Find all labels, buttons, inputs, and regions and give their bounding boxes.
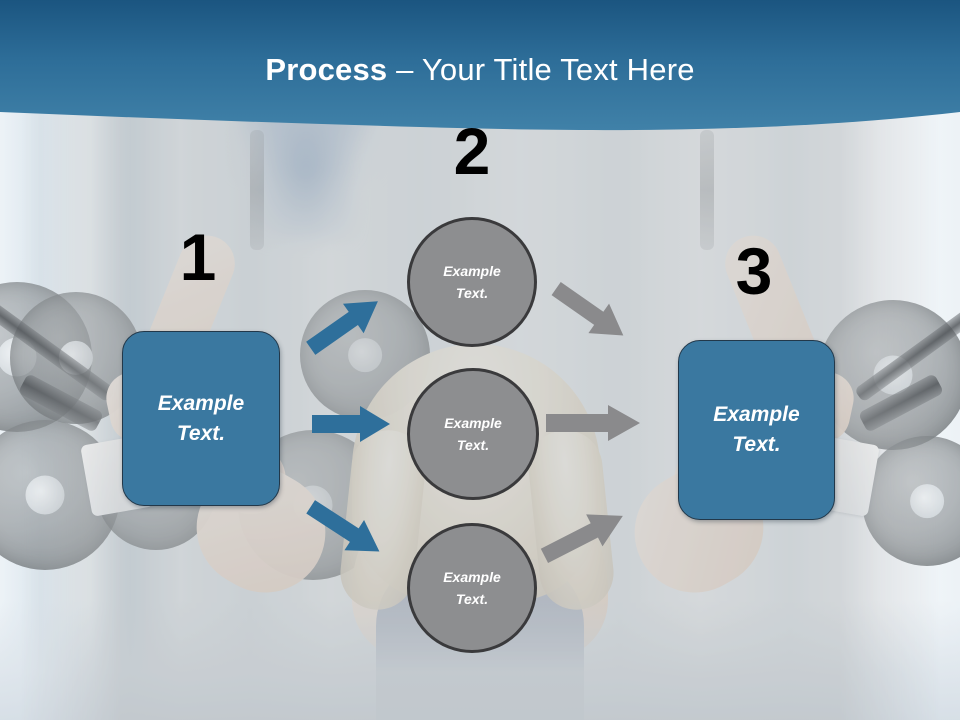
circle-2-label-line1: Example [444, 415, 502, 431]
header-banner: Process – Your Title Text Here [0, 0, 960, 135]
step-2-circle-bottom[interactable]: Example Text. [407, 523, 537, 653]
weight-plate [862, 436, 960, 566]
step-1-box-label: Example Text. [158, 389, 244, 449]
step-3-label-line1: Example [713, 403, 800, 426]
blue-arrow-up-right [300, 280, 410, 360]
blue-arrow-down-right [300, 495, 410, 575]
gray-arrow-up-right [540, 492, 650, 572]
step-1-label-line2: Text. [176, 421, 226, 445]
step-2-circle-top[interactable]: Example Text. [407, 217, 537, 347]
circle-3-label-line1: Example [443, 569, 501, 585]
step-1-box[interactable]: Example Text. [122, 331, 280, 506]
page-title-bold: Process [265, 52, 388, 87]
page-title: Process – Your Title Text Here [0, 52, 960, 88]
header-banner-shape [0, 0, 960, 131]
step-2-circle-top-label: Example Text. [443, 260, 501, 304]
step-number-1: 1 [179, 220, 217, 294]
step-2-circle-middle[interactable]: Example Text. [407, 368, 539, 500]
step-3-box[interactable]: Example Text. [678, 340, 835, 520]
circle-3-label-line2: Text. [455, 591, 489, 607]
gray-arrow-right [544, 403, 649, 443]
step-number-3: 3 [735, 234, 773, 308]
step-number-2: 2 [453, 114, 491, 188]
step-3-box-label: Example Text. [713, 400, 799, 460]
step-2-circle-bottom-label: Example Text. [443, 566, 501, 610]
blue-arrow-right [308, 404, 398, 444]
step-2-circle-middle-label: Example Text. [444, 412, 502, 456]
circle-2-label-line2: Text. [456, 437, 490, 453]
circle-1-label-line1: Example [443, 263, 501, 279]
circle-1-label-line2: Text. [455, 285, 489, 301]
page-title-rest: – Your Title Text Here [387, 52, 695, 87]
step-1-label-line1: Example [157, 391, 245, 415]
machine-post-right [700, 130, 714, 250]
gray-arrow-down-right [550, 281, 660, 362]
machine-post-left [250, 130, 264, 250]
step-3-label-line2: Text. [732, 433, 781, 456]
background-person-lower-blurred [258, 120, 354, 240]
